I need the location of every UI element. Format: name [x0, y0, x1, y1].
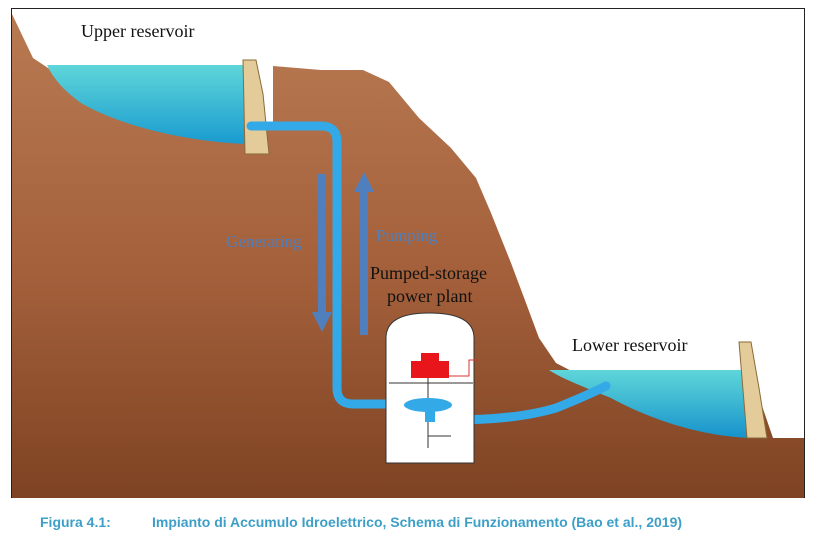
lower-dam [738, 341, 768, 439]
plant-label-line1: Pumped-storage [370, 263, 487, 283]
generating-arrow [312, 174, 332, 332]
penstock-tunnel [246, 121, 424, 409]
lower-reservoir-label: Lower reservoir [572, 335, 687, 355]
plant-label-line2: power plant [387, 286, 472, 306]
pumping-label: Pumping [376, 226, 438, 245]
turbine [404, 398, 452, 412]
upper-reservoir-label: Upper reservoir [81, 21, 194, 41]
transmission-line [449, 359, 477, 377]
caption-number: Figura 4.1: [40, 514, 111, 530]
pumping-arrow [354, 172, 374, 335]
generator [411, 361, 449, 378]
upper-reservoir-water [47, 65, 249, 144]
generator-top [421, 353, 439, 362]
caption-text: Impianto di Accumulo Idroelettrico, Sche… [152, 514, 683, 530]
power-plant-cavern [385, 312, 475, 464]
generating-label: Generating [226, 232, 302, 251]
turbine-outlet [425, 406, 435, 422]
pumped-storage-diagram: Upper reservoir Lower reservoir Generati… [11, 8, 805, 498]
